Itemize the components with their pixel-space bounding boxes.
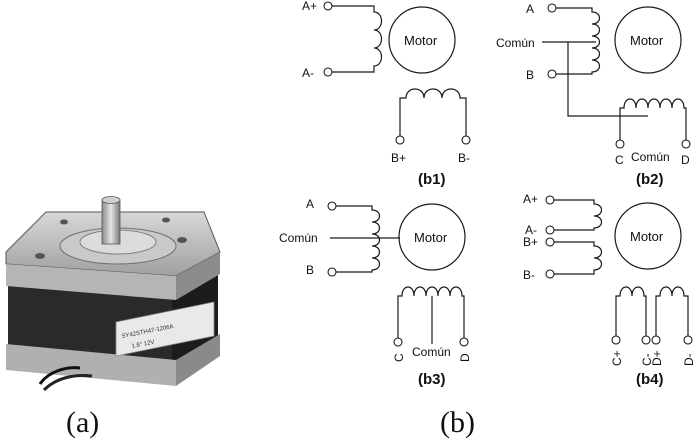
coil-a — [556, 7, 601, 75]
caption-b: (b) — [440, 406, 475, 439]
label-d-plus: D+ — [650, 350, 664, 366]
stepper-motor-photo: SY42STH47-1206A 1.8° 12V — [5, 196, 221, 392]
label-common-a: Común — [496, 36, 535, 50]
terminal-a-minus — [545, 225, 555, 235]
motor-label: Motor — [404, 33, 438, 48]
label-c: C — [392, 353, 406, 362]
motor-label: Motor — [630, 33, 664, 48]
terminal-c — [615, 139, 625, 149]
coil-b — [554, 241, 603, 275]
coil-b — [399, 88, 467, 136]
diagram-b4: Motor A+ A- B+ B- C+ C- D+ D- (b4) — [523, 192, 696, 388]
motor-label: Motor — [630, 229, 664, 244]
motor-sticker-line2: 1.8° 12V — [131, 340, 155, 350]
coil-b — [619, 98, 687, 140]
label-c-minus: C- — [640, 353, 654, 366]
terminal-c-minus — [641, 335, 651, 345]
caption-b2: (b2) — [636, 171, 664, 188]
label-a: A — [526, 2, 534, 16]
label-d: D — [458, 353, 472, 362]
label-a-minus: A- — [302, 66, 314, 80]
caption-b1: (b1) — [418, 171, 446, 188]
terminal-c-plus — [611, 335, 621, 345]
terminal-a-plus — [545, 195, 555, 205]
common-bridge-wire — [567, 42, 648, 117]
motor-circle — [614, 6, 682, 74]
terminal-b-plus — [395, 135, 405, 145]
motor-circle — [388, 6, 456, 74]
label-d: D — [681, 153, 690, 167]
label-a-minus: A- — [525, 223, 537, 237]
label-b-minus: B- — [523, 268, 535, 282]
caption-a: (a) — [66, 406, 99, 439]
label-c-plus: C+ — [610, 350, 624, 366]
terminal-d — [459, 337, 469, 347]
coil-a — [336, 205, 381, 273]
label-a: A — [306, 197, 314, 211]
coil-a — [332, 5, 383, 73]
label-common-b: Común — [631, 150, 670, 164]
coil-c — [615, 286, 647, 336]
label-a-plus: A+ — [302, 0, 317, 13]
caption-b4: (b4) — [636, 371, 664, 388]
motor-circle — [614, 202, 682, 270]
terminal-b-minus — [545, 269, 555, 279]
terminal-b-minus — [461, 135, 471, 145]
terminal-c — [393, 337, 403, 347]
terminal-d-minus — [683, 335, 693, 345]
terminal-a — [327, 201, 337, 211]
label-c: C — [615, 153, 624, 167]
terminal-b-plus — [545, 237, 555, 247]
terminal-d-plus — [651, 335, 661, 345]
motor-label: Motor — [414, 230, 448, 245]
label-a-plus: A+ — [523, 192, 538, 206]
label-b-plus: B+ — [523, 235, 538, 249]
diagram-b3: Motor A Común B C Común D (b3) — [279, 197, 472, 388]
label-d-minus: D- — [682, 353, 696, 366]
terminal-a — [547, 3, 557, 13]
label-b-plus: B+ — [391, 151, 406, 165]
terminal-a-minus — [323, 67, 333, 77]
coil-d — [655, 286, 689, 336]
label-b: B — [526, 68, 534, 82]
terminal-b — [327, 267, 337, 277]
motor-circle — [398, 203, 466, 271]
terminal-a-plus — [323, 1, 333, 11]
diagram-b2: Motor A Común B C Común D (b2) — [496, 2, 691, 188]
coil-b — [397, 286, 465, 338]
caption-b3: (b3) — [418, 371, 446, 388]
diagram-b1: Motor A+ A- B+ B- (b1) — [302, 0, 471, 188]
label-common-b: Común — [412, 345, 451, 359]
label-common-a: Común — [279, 231, 318, 245]
terminal-d — [681, 139, 691, 149]
label-b: B — [306, 263, 314, 277]
coil-a — [554, 199, 603, 231]
terminal-b — [547, 69, 557, 79]
label-b-minus: B- — [458, 151, 470, 165]
